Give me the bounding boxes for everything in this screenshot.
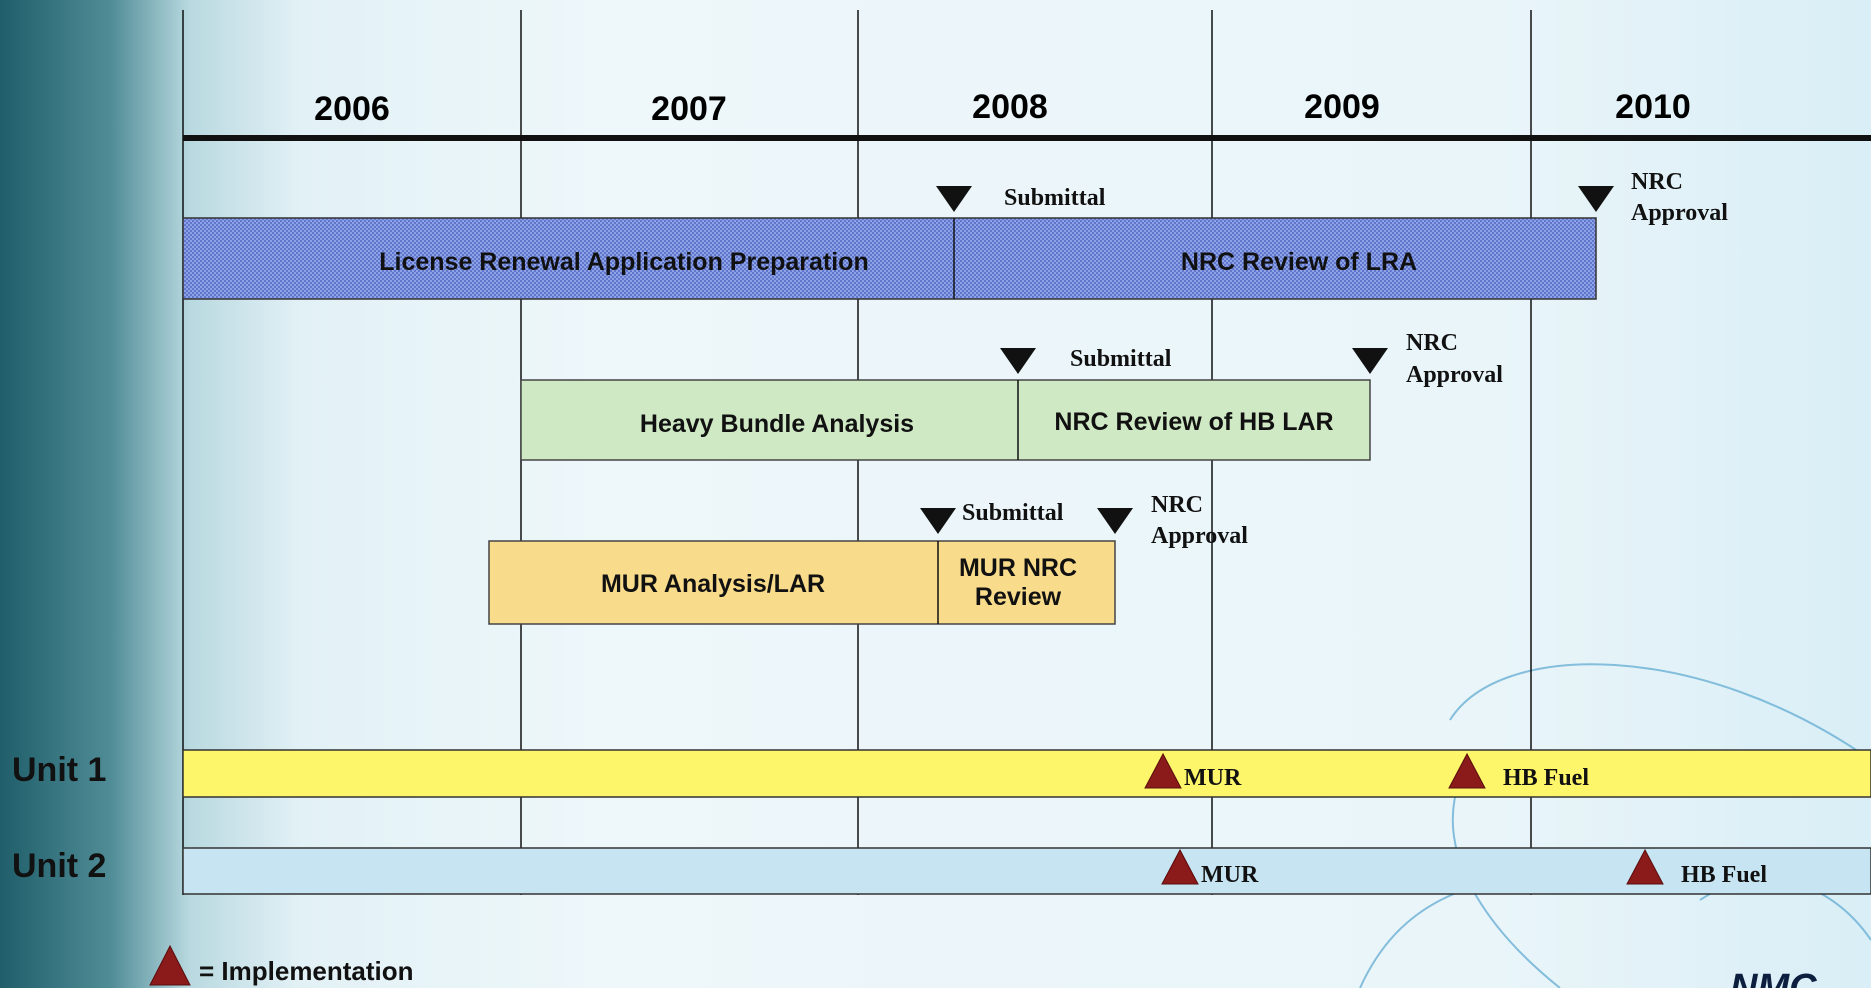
unit1-hb-implementation-icon <box>1448 752 1486 789</box>
mur-review-label-line2: Review <box>975 583 1062 611</box>
unit2-band <box>182 847 1871 895</box>
heavy-bundle-review-label: NRC Review of HB LAR <box>1054 408 1333 436</box>
logo: NMC <box>1730 967 1817 988</box>
unit1-label: Unit 1 <box>12 751 106 789</box>
mur-analysis-label: MUR Analysis/LAR <box>601 570 825 598</box>
license-renewal-prep-label: License Renewal Application Preparation <box>379 248 868 276</box>
heavy-bundle-bar: Heavy Bundle Analysis NRC Review of HB L… <box>520 379 1371 461</box>
hb-submittal-label: Submittal <box>1070 346 1172 372</box>
mur-approval-label-line2: Approval <box>1151 523 1248 549</box>
year-label-2009: 2009 <box>1304 88 1380 126</box>
mur-bar: MUR Analysis/LAR MUR NRC Review <box>488 540 1116 625</box>
legend-implementation-label: = Implementation <box>199 956 414 986</box>
unit2-label: Unit 2 <box>12 847 106 885</box>
decorative-swirl <box>1359 663 1871 988</box>
lra-submittal-marker-icon <box>936 186 972 212</box>
unit2-hb-implementation-icon <box>1626 848 1664 885</box>
year-label-2010: 2010 <box>1615 88 1691 126</box>
unit2-mur-label: MUR <box>1201 862 1259 888</box>
mur-review-label-line1: MUR NRC <box>959 554 1077 582</box>
unit1-mur-label: MUR <box>1184 765 1242 791</box>
heavy-bundle-analysis-label: Heavy Bundle Analysis <box>640 410 914 438</box>
unit1-hb-label: HB Fuel <box>1503 765 1589 791</box>
lra-approval-label-line1: NRC <box>1631 169 1683 195</box>
lra-approval-label-line2: Approval <box>1631 200 1728 226</box>
lra-approval-marker-icon <box>1578 186 1614 212</box>
lra-submittal-label: Submittal <box>1004 185 1106 211</box>
year-label-2007: 2007 <box>651 90 727 128</box>
license-renewal-review-label: NRC Review of LRA <box>1181 248 1417 276</box>
unit1-mur-implementation-icon <box>1144 752 1182 789</box>
year-label-2006: 2006 <box>314 90 390 128</box>
mur-approval-marker-icon <box>1097 508 1133 534</box>
license-renewal-bar: License Renewal Application Preparation … <box>182 217 1597 300</box>
unit1-band <box>182 749 1871 798</box>
hb-submittal-marker-icon <box>1000 348 1036 374</box>
mur-submittal-label: Submittal <box>962 500 1064 526</box>
hb-approval-label-line1: NRC <box>1406 330 1458 356</box>
unit2-mur-implementation-icon <box>1161 848 1199 885</box>
mur-submittal-marker-icon <box>920 508 956 534</box>
hb-approval-marker-icon <box>1352 348 1388 374</box>
mur-approval-label-line1: NRC <box>1151 492 1203 518</box>
hb-approval-label-line2: Approval <box>1406 362 1503 388</box>
legend-implementation-icon <box>149 944 191 986</box>
unit2-hb-label: HB Fuel <box>1681 862 1767 888</box>
year-label-2008: 2008 <box>972 88 1048 126</box>
